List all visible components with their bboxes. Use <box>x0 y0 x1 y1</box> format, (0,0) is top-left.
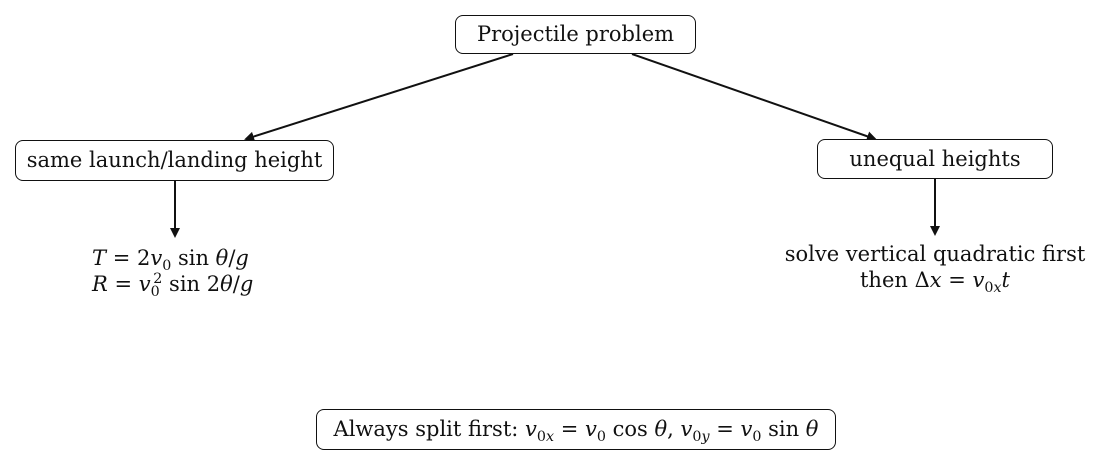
root-node-projectile-problem: Projectile problem <box>455 15 696 54</box>
branch-node-same-height: same launch/landing height <box>15 140 334 181</box>
footer-prefix: Always split first: <box>333 417 526 441</box>
formula-time-of-flight: T = 2v0 sin θ/g <box>92 246 249 274</box>
unequal-heights-note: solve vertical quadratic first then Δx =… <box>770 241 1100 296</box>
note-line-2-prefix: then <box>859 268 915 292</box>
footer-node-split-components: Always split first: v0x = v0 cos θ, v0y … <box>316 409 836 450</box>
note-line-1: solve vertical quadratic first <box>784 242 1086 266</box>
branch-node-unequal-heights: unequal heights <box>817 139 1053 179</box>
right-node-label: unequal heights <box>849 146 1021 171</box>
formula-range: R = v02 sin 2θ/g <box>92 271 254 300</box>
root-node-label: Projectile problem <box>476 22 675 46</box>
same-height-formulas: T = 2v0 sin θ/g R = v02 sin 2θ/g <box>92 245 254 300</box>
note-line-2: then Δx = v0xt <box>859 268 1010 296</box>
arrow-root-to-left <box>244 53 514 142</box>
left-node-label: same launch/landing height <box>26 148 323 172</box>
arrow-root-to-right <box>631 53 877 142</box>
footer-formula: v0x = v0 cos θ, v0y = v0 sin θ <box>525 417 819 445</box>
